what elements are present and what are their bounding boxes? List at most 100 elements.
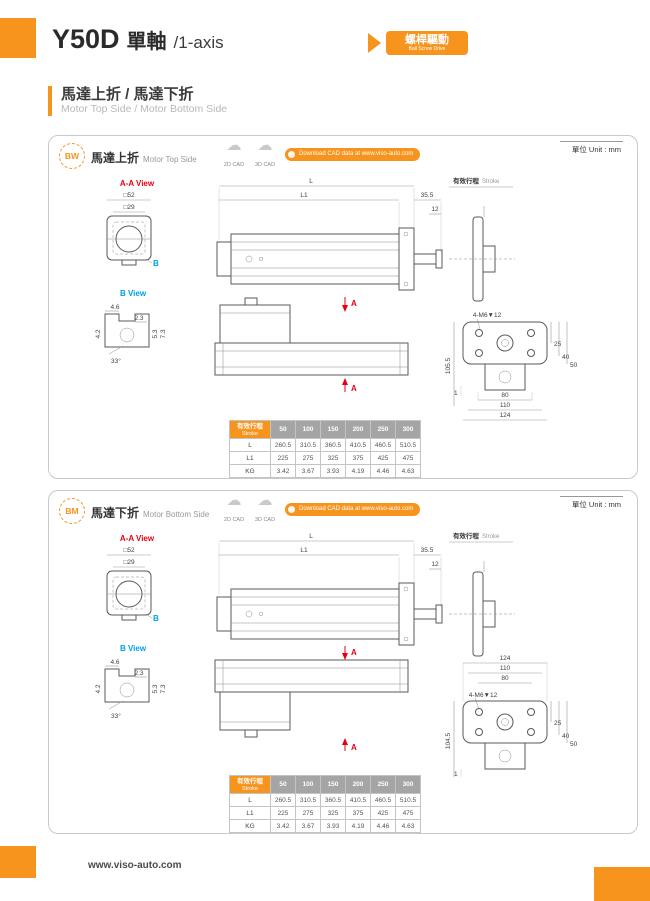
col-header: 200	[345, 420, 371, 439]
cell: 4.19	[345, 819, 371, 833]
b-view-label: B View	[120, 644, 147, 653]
section-heading: 馬達上折 / 馬達下折 Motor Top Side / Motor Botto…	[48, 86, 227, 116]
dim-110: 110	[500, 665, 511, 672]
b-view: B View 4.6 2.3 4.2 5.3 7.3 33°	[95, 289, 167, 365]
dim-2-3: 2.3	[134, 670, 143, 677]
cell: 3.42	[270, 819, 296, 833]
download-cad-text: Download CAD data at www.viso-auto.com	[299, 506, 414, 512]
stroke-spec-table: 有效行程 Stroke 50 100 150 200 250 300 L 260…	[229, 420, 421, 478]
col-header: 150	[320, 420, 346, 439]
cloud-icon: ☁	[226, 137, 242, 154]
cell: 4.63	[395, 464, 421, 478]
dim-124: 124	[500, 655, 511, 662]
top-view: L L1 35.5 12	[216, 533, 443, 646]
technical-drawing-top-side: A-A View □52 □29 B B View 4.6 2.	[95, 176, 578, 421]
footer-url: www.viso-auto.com	[88, 860, 182, 871]
panel-code-badge: BW	[59, 143, 85, 169]
disc-icon	[288, 151, 295, 158]
dim-12: 12	[431, 206, 439, 213]
axis-label-zh: 單軸	[126, 31, 167, 53]
table-row: L1 225 275 325 375 425 475	[229, 806, 421, 820]
dim-124: 124	[500, 412, 511, 419]
panel-title-zh: 馬達下折	[91, 506, 140, 520]
col-header: 250	[370, 775, 396, 794]
side-view: A A	[214, 297, 409, 393]
cell: 275	[295, 451, 321, 465]
model-name: Y50D	[52, 24, 120, 54]
table-row: L 260.5 310.5 360.5 410.5 460.5 510.5	[229, 793, 421, 807]
dim-5-3: 5.3	[152, 684, 159, 693]
stroke-header-zh: 有效行程	[237, 777, 263, 785]
drive-type-box: 螺桿驅動 Ball Screw Drive	[386, 31, 468, 55]
table-row: KG 3.42 3.67 3.93 4.19 4.46 4.63	[229, 819, 421, 833]
download-cad-banner[interactable]: Download CAD data at www.viso-auto.com	[285, 503, 421, 516]
table-row: L 260.5 310.5 360.5 410.5 460.5 510.5	[229, 438, 421, 452]
dim-50: 50	[570, 362, 578, 369]
drive-type-zh: 螺桿驅動	[405, 34, 449, 46]
cad-3d-download[interactable]: ☁ 3D CAD	[250, 493, 280, 526]
dim-25: 25	[554, 720, 562, 727]
dim-25: 25	[554, 341, 562, 348]
stroke-header-cell: 有效行程 Stroke	[229, 420, 271, 439]
cell: 3.67	[295, 464, 321, 478]
dim-80: 80	[501, 675, 509, 682]
aa-view: A-A View □52 □29 B	[106, 179, 159, 268]
cad-3d-download[interactable]: ☁ 3D CAD	[250, 138, 280, 171]
dim-5-3: 5.3	[152, 329, 159, 338]
dim-4-2: 4.2	[95, 684, 102, 693]
section-mark-a-bottom: A	[351, 384, 357, 393]
col-header: 100	[295, 420, 321, 439]
dim-7-3: 7.3	[160, 329, 167, 338]
row-label: L1	[229, 451, 271, 465]
dim-holes: 4-M6▼12	[469, 692, 498, 699]
dim-80: 80	[501, 392, 509, 399]
end-plate-view: 4-M6▼12 105.5 25 40 50 1	[445, 312, 578, 421]
stroke-header-en: Stroke	[242, 430, 258, 437]
unit-label: 單位 Unit : mm	[559, 141, 623, 155]
page-title: Y50D 單軸 /1-axis	[52, 24, 224, 55]
cell: 460.5	[370, 438, 396, 452]
cell: 260.5	[270, 438, 296, 452]
dim-40: 40	[562, 354, 570, 361]
side-view: A A	[214, 646, 409, 752]
dim-35-5: 35.5	[421, 547, 434, 554]
cell: 510.5	[395, 438, 421, 452]
cell: 510.5	[395, 793, 421, 807]
cad-2d-download[interactable]: ☁ 2D CAD	[219, 493, 249, 526]
section-subtitle: Motor Top Side / Motor Bottom Side	[61, 103, 228, 115]
cell: 375	[345, 806, 371, 820]
col-header: 300	[395, 775, 421, 794]
dim-4-6: 4.6	[110, 304, 119, 311]
cell: 310.5	[295, 438, 321, 452]
cell: 4.46	[370, 464, 396, 478]
dim-12: 12	[431, 561, 439, 568]
stroke-dimension: 有效行程 Stroke	[449, 176, 515, 302]
arrow-icon	[368, 33, 381, 53]
download-cad-banner[interactable]: Download CAD data at www.viso-auto.com	[285, 148, 421, 161]
stroke-dimension: 有效行程 Stroke	[449, 531, 515, 657]
dim-holes: 4-M6▼12	[473, 312, 502, 319]
dim-L: L	[309, 178, 313, 185]
dim-4-6: 4.6	[110, 659, 119, 666]
disc-icon	[288, 506, 295, 513]
cell: 225	[270, 806, 296, 820]
cell: 275	[295, 806, 321, 820]
orange-corner-bottom-right	[594, 867, 650, 901]
stroke-label-en: Stroke	[482, 534, 500, 540]
dim-L: L	[309, 533, 313, 540]
cad-2d-label: 2D CAD	[223, 517, 245, 523]
cad-2d-label: 2D CAD	[223, 162, 245, 168]
row-label: L	[229, 438, 271, 452]
end-plate-view: 124 110 80 4-M6▼12 104.5	[445, 655, 578, 778]
cell: 4.19	[345, 464, 371, 478]
cad-2d-download[interactable]: ☁ 2D CAD	[219, 138, 249, 171]
b-section-mark: B	[153, 259, 159, 268]
dim-40: 40	[562, 733, 570, 740]
section-mark-a-top: A	[351, 648, 357, 657]
section-mark-a-bottom: A	[351, 743, 357, 752]
aa-view-label: A-A View	[120, 179, 155, 188]
